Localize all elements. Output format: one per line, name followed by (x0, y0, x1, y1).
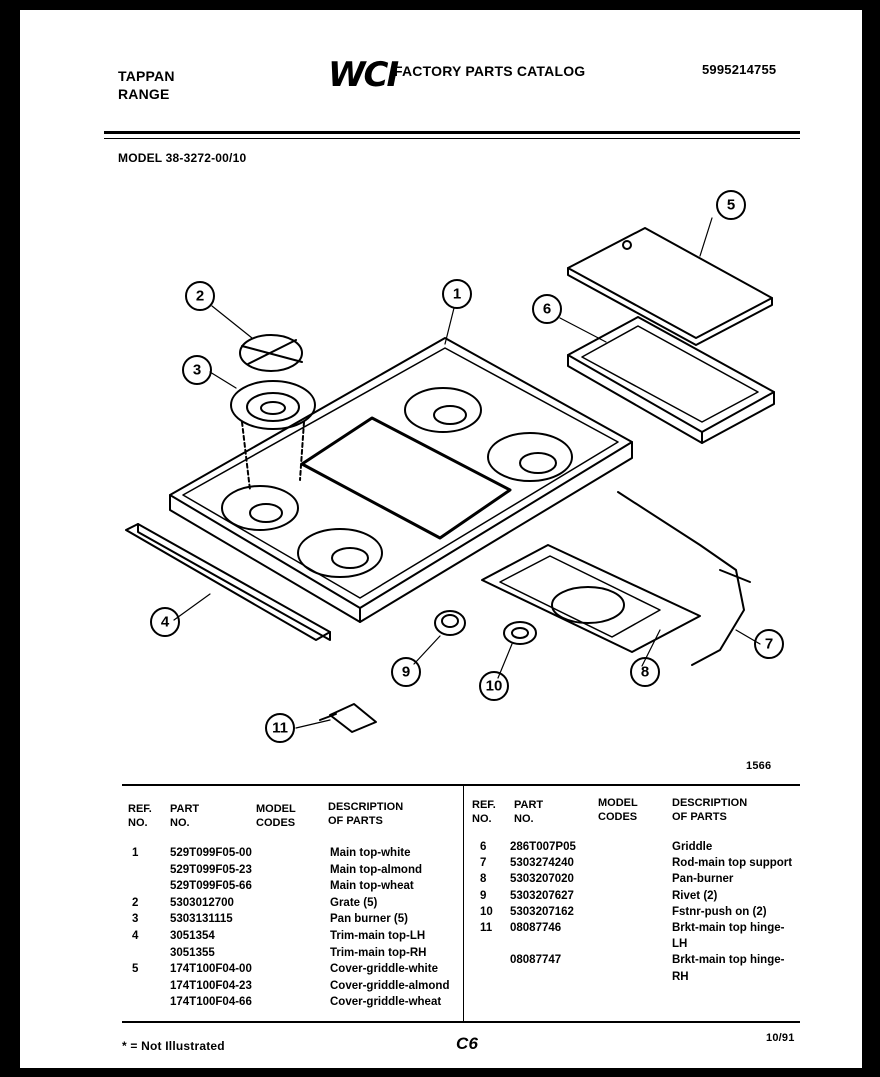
diagram-code: 1566 (746, 760, 772, 772)
table-cell-desc: Cover-griddle-wheat (330, 996, 442, 1009)
hinge-drawing (319, 703, 377, 733)
table-cell-desc: Cover-griddle-white (330, 963, 438, 976)
table-cell-ref: 7 (480, 857, 487, 870)
callout-4: 4 (161, 614, 170, 631)
table-cell-ref: 1 (132, 847, 139, 859)
catalog-title: FACTORY PARTS CATALOG (394, 63, 586, 79)
callout-7: 7 (765, 636, 773, 653)
header-description: DESCRIPTION OF PARTS (328, 801, 404, 827)
table-cell-part: 529T099F05-66 (170, 880, 252, 893)
model-number: MODEL 38-3272-00/10 (118, 151, 247, 165)
table-cell-desc: Brkt-main top hinge- (672, 922, 785, 934)
table-cell-part: 3051354 (170, 930, 215, 942)
callout-3: 3 (193, 362, 201, 379)
table-cell-desc: Main top-white (330, 847, 411, 859)
table-cell-desc: Grate (5) (330, 896, 378, 909)
grate-drawing (239, 334, 303, 372)
table-cell-part: 5303131115 (170, 913, 233, 926)
table-cell-part: 174T100F04-66 (170, 996, 252, 1009)
header-ref-no-right: REF. NO. (472, 799, 496, 825)
callout-11: 11 (272, 720, 288, 737)
table-cell-part: 286T007P05 (510, 841, 576, 853)
callout-1: 1 (453, 286, 461, 303)
table-cell-part: 5303274240 (510, 857, 574, 870)
table-cell-desc: Fstnr-push on (2) (672, 905, 767, 918)
table-cell-desc: Main top-wheat (330, 880, 414, 893)
callout-circles (150, 190, 784, 743)
table-cell-part: 5303207162 (510, 905, 574, 918)
catalog-number: 5995214755 (702, 62, 777, 77)
table-cell-desc: RH (672, 970, 689, 983)
main-top-drawing (169, 337, 633, 623)
table-cell-part: 174T100F04-23 (170, 979, 252, 992)
table-cell-desc: Rivet (2) (672, 889, 718, 902)
callout-8: 8 (641, 664, 649, 681)
callout-6: 6 (543, 301, 551, 318)
rod-support-drawing (617, 491, 751, 666)
header-description-right: DESCRIPTION OF PARTS (672, 797, 748, 823)
catalog-date: 10/91 (766, 1032, 795, 1044)
griddle-drawing (567, 316, 775, 444)
table-cell-ref: 3 (132, 913, 139, 926)
header-part-no-right: PART NO. (514, 799, 544, 825)
brand-line-1: TAPPAN (118, 68, 175, 84)
pan-burner-drawing (230, 380, 316, 491)
table-cell-desc: Griddle (672, 841, 713, 853)
header-model-codes-right: MODEL CODES (598, 797, 638, 823)
exploded-parts-diagram: 1 2 3 4 5 6 7 8 9 10 11 (125, 190, 784, 743)
header-rule-thin (104, 138, 800, 139)
table-cell-ref: 10 (480, 905, 493, 918)
table-top-rule (122, 784, 800, 786)
rivet-drawing (434, 610, 466, 636)
table-cell-part: 5303207627 (510, 889, 574, 902)
lower-pan-drawing (481, 544, 701, 653)
table-cell-part: 529T099F05-23 (170, 863, 252, 876)
table-cell-ref: 4 (132, 930, 139, 942)
table-cell-desc: LH (672, 938, 688, 951)
table-cell-desc: Rod-main top support (672, 857, 793, 870)
table-cell-ref: 2 (132, 896, 139, 909)
header-ref-no: REF. NO. (128, 803, 152, 829)
table-cell-desc: Trim-main top-RH (330, 946, 427, 959)
table-cell-ref: 5 (132, 963, 139, 976)
table-cell-ref: 8 (480, 873, 487, 886)
header-rule (104, 131, 800, 134)
callout-9: 9 (402, 664, 410, 681)
table-cell-part: 3051355 (170, 946, 215, 959)
callout-10: 10 (486, 678, 503, 695)
fastener-drawing (503, 621, 537, 645)
trim-drawing (125, 523, 331, 641)
table-cell-desc: Pan burner (5) (330, 913, 408, 926)
table-cell-part: 529T099F05-00 (170, 847, 252, 859)
table-cell-desc: Main top-almond (330, 863, 422, 876)
table-cell-part: 08087747 (510, 954, 562, 967)
catalog-sheet: TAPPAN RANGE WCI FACTORY PARTS CATALOG 5… (20, 10, 862, 1068)
brand-line-2: RANGE (118, 86, 170, 102)
table-column-divider (463, 786, 464, 1022)
table-cell-part: 5303207020 (510, 873, 574, 886)
table-cell-part: 5303012700 (170, 896, 234, 909)
callout-5: 5 (727, 197, 735, 214)
table-cell-desc: Trim-main top-LH (330, 930, 426, 942)
callout-2: 2 (196, 288, 204, 305)
griddle-cover-drawing (567, 227, 773, 346)
page-number: C6 (456, 1034, 479, 1053)
table-cell-ref: 9 (480, 889, 487, 902)
table-cell-ref: 11 (480, 922, 493, 934)
header-part-no: PART NO. (170, 803, 200, 829)
table-cell-desc: Pan-burner (672, 873, 734, 886)
table-bottom-rule (122, 1021, 800, 1023)
table-cell-desc: Brkt-main top hinge- (672, 954, 785, 967)
footer-note: * = Not Illustrated (122, 1039, 225, 1053)
table-cell-part: 08087746 (510, 922, 562, 934)
table-cell-ref: 6 (480, 841, 487, 853)
wci-logo: WCI (328, 55, 399, 95)
header-model-codes: MODEL CODES (256, 803, 296, 829)
table-cell-part: 174T100F04-00 (170, 963, 252, 976)
table-cell-desc: Cover-griddle-almond (330, 979, 450, 992)
